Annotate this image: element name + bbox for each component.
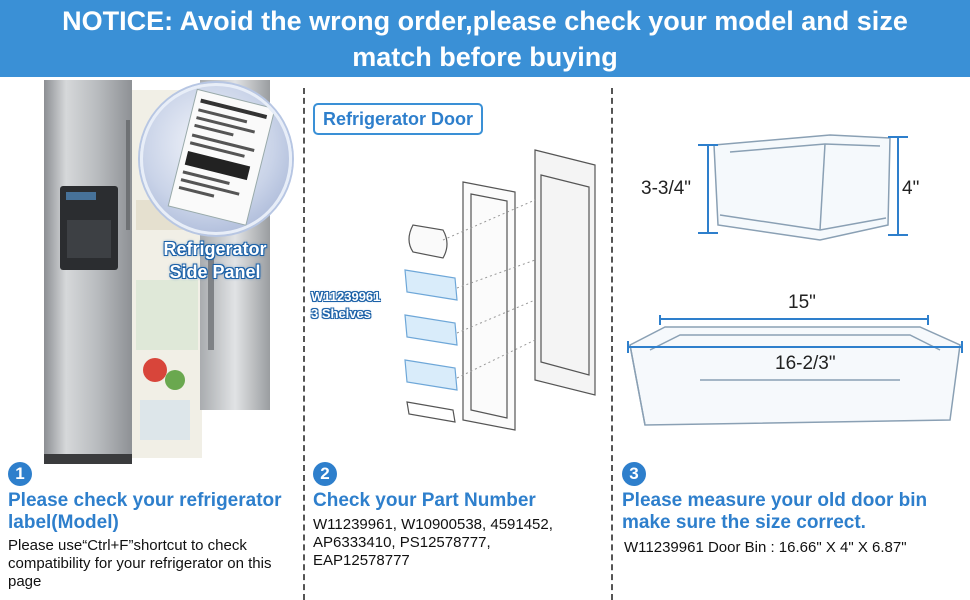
notice-line-2: match before buying bbox=[352, 42, 618, 72]
refrigerator-door-label: Refrigerator Door bbox=[313, 103, 484, 135]
divider-right bbox=[611, 88, 613, 600]
notice-line-1: NOTICE: Avoid the wrong order,please che… bbox=[62, 6, 908, 36]
panel3-heading: Please measure your old door bin make su… bbox=[622, 490, 962, 534]
dimension-height-outer: 4" bbox=[902, 178, 920, 199]
model-label-sticker bbox=[167, 88, 276, 226]
side-label-line-2: Side Panel bbox=[169, 262, 261, 282]
panel1-heading-line-1: Please check your refrigerator bbox=[8, 490, 282, 511]
step-number-2: 2 bbox=[313, 462, 337, 486]
part-tag-line-1: W11239961 bbox=[311, 289, 381, 304]
panel3-heading-line-1: Please measure your old door bin bbox=[622, 490, 928, 511]
door-bin-side-view bbox=[713, 134, 891, 241]
dimension-width-bottom: 16-2/3" bbox=[775, 353, 836, 374]
step-number-1: 1 bbox=[8, 462, 32, 486]
height-dimension-lines bbox=[698, 136, 908, 236]
part-tag-line-2: 3 Shelves bbox=[311, 306, 371, 321]
panel1-heading: Please check your refrigerator label(Mod… bbox=[8, 490, 302, 534]
notice-banner: NOTICE: Avoid the wrong order,please che… bbox=[0, 0, 970, 77]
divider-left bbox=[303, 88, 305, 600]
panel3-heading-line-2: make sure the size correct. bbox=[622, 512, 866, 533]
step-number-3: 3 bbox=[622, 462, 646, 486]
door-exploded-diagram bbox=[404, 149, 596, 431]
panel1-body: Please use“Ctrl+F”shortcut to check comp… bbox=[8, 537, 272, 590]
part-number-tag: W11239961 3 Shelves bbox=[311, 288, 380, 322]
refrigerator-side-panel-label: Refrigerator Side Panel bbox=[150, 238, 280, 284]
side-label-line-1: Refrigerator bbox=[163, 239, 267, 259]
panel1-heading-line-2: label(Model) bbox=[8, 512, 119, 533]
dimension-height-inner: 3-3/4" bbox=[641, 178, 692, 199]
panel2-part-numbers: W11239961, W10900538, 4591452, AP6333410… bbox=[313, 516, 553, 569]
label-zoom-circle bbox=[140, 83, 292, 235]
panel2-heading: Check your Part Number bbox=[313, 490, 536, 511]
dimension-width-top: 15" bbox=[788, 292, 816, 313]
panel3-bin-size: W11239961 Door Bin : 16.66" X 4" X 6.87" bbox=[624, 539, 907, 556]
width-dimension-lines bbox=[627, 315, 963, 353]
door-bin-front-view bbox=[629, 326, 961, 426]
